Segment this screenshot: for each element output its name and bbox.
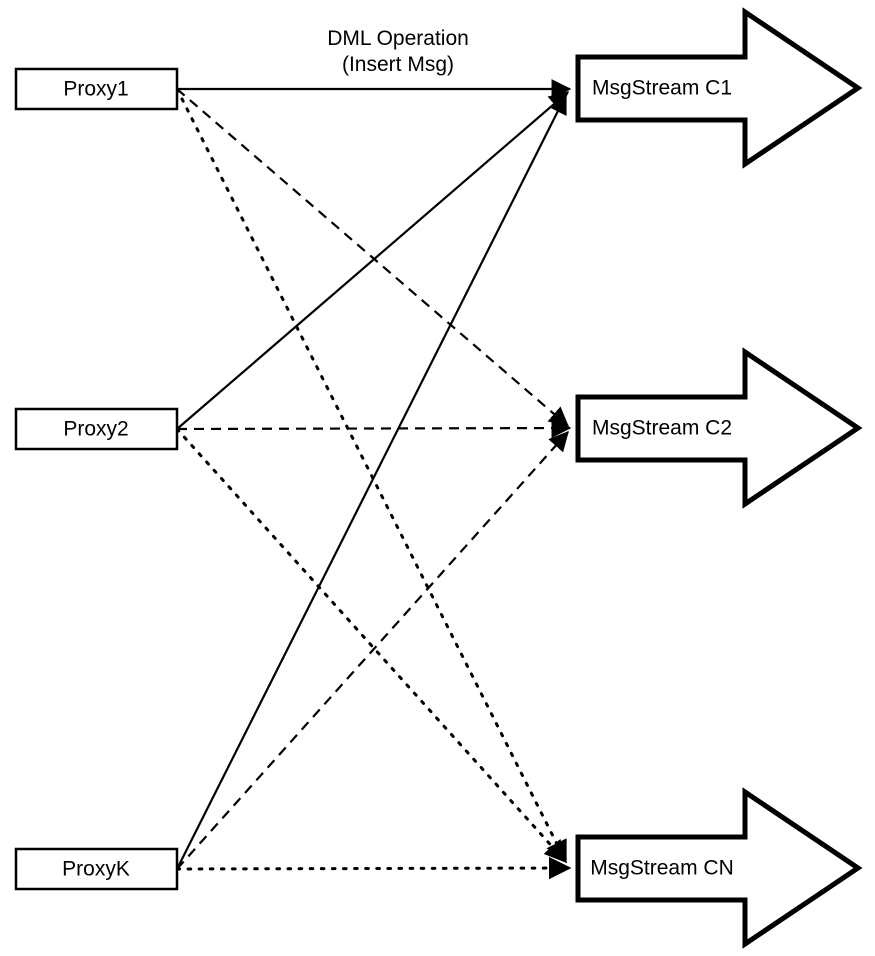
edge-label-dml-operation: DML Operation (Insert Msg) (327, 27, 469, 76)
edge-proxyk-stream-c2[interactable] (176, 431, 569, 870)
edge-proxyk-stream-cn[interactable] (175, 856, 572, 880)
proxy-node-proxy1[interactable]: Proxy1 (14, 67, 179, 111)
edge-label-line2: (Insert Msg) (342, 53, 454, 76)
proxy1-box[interactable] (14, 67, 179, 111)
proxy-node-proxy2[interactable]: Proxy2 (14, 407, 179, 451)
proxy1-label: Proxy1 (63, 78, 128, 101)
proxyk-box[interactable] (14, 847, 179, 891)
stream-node-c2[interactable]: MsgStream C2 (575, 347, 863, 509)
stream-cn-label: MsgStream CN (590, 857, 734, 880)
stream-cn-arrow-shape[interactable] (575, 787, 863, 949)
edge-proxy2-stream-c2[interactable] (176, 418, 572, 438)
proxy-node-proxyk[interactable]: ProxyK (14, 847, 179, 891)
stream-node-cn[interactable]: MsgStream CN (575, 787, 863, 949)
edge-group (175, 79, 572, 880)
proxy2-label: Proxy2 (63, 418, 128, 441)
edge-proxy1-stream-cn[interactable] (175, 87, 568, 864)
edge-proxy2-stream-cn[interactable] (175, 427, 568, 864)
edge-label-line1: DML Operation (327, 27, 469, 50)
stream-c1-arrow-shape[interactable] (575, 7, 863, 169)
stream-c2-arrow-shape[interactable] (575, 347, 863, 509)
edge-proxy1-stream-c2[interactable] (176, 88, 569, 427)
edge-proxy2-stream-c1[interactable] (176, 91, 569, 430)
edge-proxyk-stream-c1[interactable] (176, 93, 567, 870)
stream-c1-label: MsgStream C1 (592, 77, 732, 100)
stream-c2-label: MsgStream C2 (592, 417, 732, 440)
stream-node-c1[interactable]: MsgStream C1 (575, 7, 863, 169)
proxy2-box[interactable] (14, 407, 179, 451)
proxyk-label: ProxyK (62, 858, 130, 881)
